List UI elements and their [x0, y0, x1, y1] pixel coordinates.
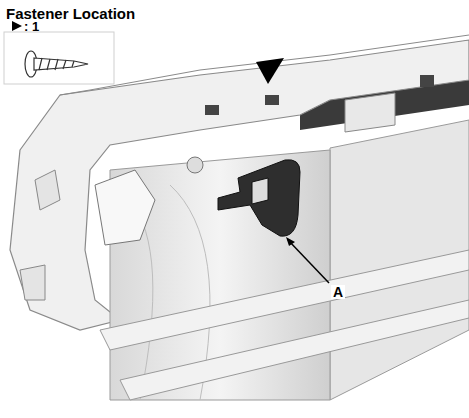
fastener-count: : 1	[24, 20, 39, 33]
leader-line	[288, 240, 329, 283]
slot	[205, 105, 219, 115]
box-bracket	[345, 93, 395, 132]
side-tab	[20, 170, 60, 300]
diagram-title: Fastener Location	[6, 6, 135, 21]
hole	[187, 157, 203, 173]
leader-head	[286, 237, 295, 246]
frame-edge	[60, 35, 469, 95]
callout-letter: A	[331, 285, 345, 299]
legend-frame	[4, 32, 114, 84]
slot	[265, 95, 279, 105]
screw-icon	[25, 51, 88, 77]
clip	[218, 160, 300, 236]
location-triangle	[256, 58, 284, 84]
opening	[95, 170, 155, 245]
lower-rail	[100, 250, 469, 400]
slot	[420, 75, 434, 87]
clip-tab	[252, 178, 268, 204]
location-triangle	[12, 21, 22, 31]
